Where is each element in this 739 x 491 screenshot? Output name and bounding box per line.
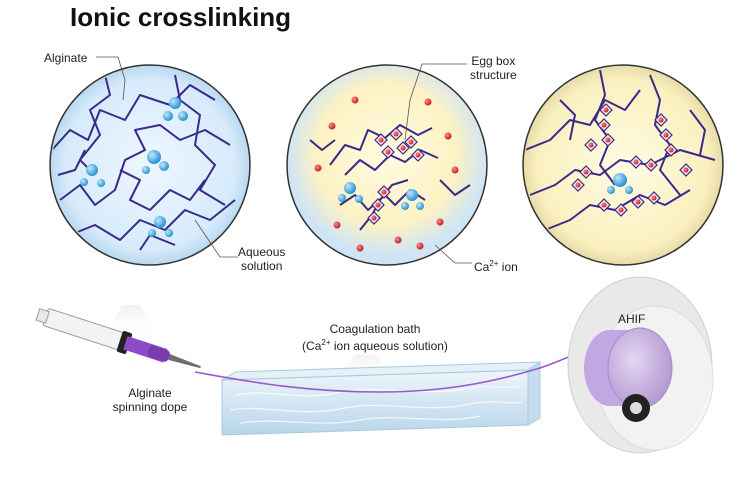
water-bubbles [338, 182, 424, 210]
water-bubbles [607, 173, 633, 194]
alginate-chain [439, 179, 471, 196]
spinning-dope-label: Alginate spinning dope [112, 386, 188, 414]
ahif-label: AHIF [618, 312, 646, 326]
fiber [194, 344, 613, 393]
coagulation-bath-label: Coagulation bath (Ca2+ ion aqueous solut… [302, 322, 448, 353]
alginate-solution-circle [49, 64, 251, 266]
leader-lines [96, 56, 472, 264]
calcium-ions [575, 107, 689, 213]
alginate-chain [79, 74, 111, 176]
alginate-chain [329, 124, 433, 166]
alginate-chain [59, 124, 231, 206]
crosslinked-network-circle [522, 64, 724, 266]
alginate-chain [559, 99, 576, 141]
water-bubbles [80, 97, 188, 237]
diagram-title: Ionic crosslinking [70, 2, 292, 32]
ahif-reel [567, 276, 714, 454]
alginate-chain [689, 109, 706, 156]
aqueous-solution-label: Aqueous solution [238, 245, 286, 273]
syringe [35, 308, 201, 369]
alginate-chain [57, 149, 86, 176]
egg-box-links [571, 103, 693, 217]
alginate-label: Alginate [44, 51, 88, 65]
alginate-chain [52, 84, 216, 151]
egg-box-label: Egg box structure [470, 54, 517, 82]
alginate-chain [525, 89, 641, 151]
alginate-chain [119, 169, 206, 211]
ca-ion-label: Ca2+ ion [474, 259, 518, 274]
alginate-chain [309, 139, 336, 151]
alginate-chain [359, 179, 409, 231]
calcium-ions [314, 96, 459, 252]
alginate-chain [69, 199, 236, 241]
coagulation-bath [220, 361, 542, 436]
egg-box-circle [286, 64, 488, 266]
